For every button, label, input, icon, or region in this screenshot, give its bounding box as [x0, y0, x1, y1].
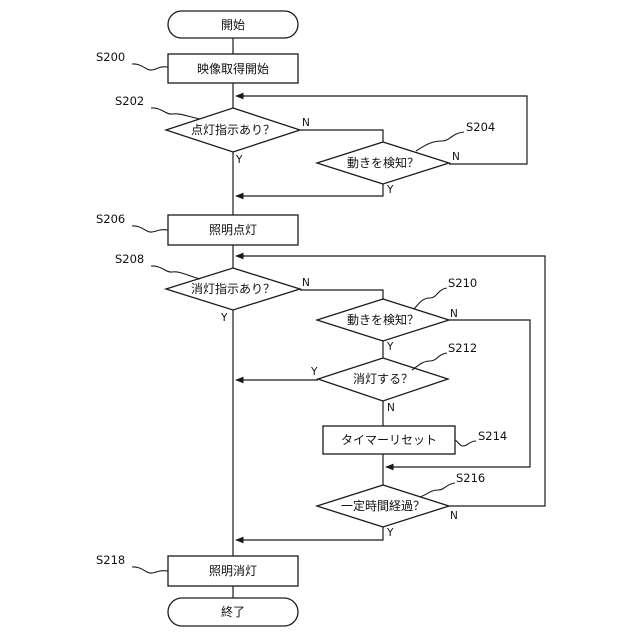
process-timer-reset-label: タイマーリセット	[341, 433, 437, 447]
leader-s206	[132, 226, 168, 232]
step-label-s210: S210	[448, 276, 477, 290]
branch-label-s212-no: N	[387, 402, 395, 414]
branch-label-s208-no: N	[302, 277, 310, 289]
edge-s208-no	[300, 290, 383, 299]
leader-s212	[412, 353, 447, 370]
leader-s214	[455, 440, 476, 446]
step-label-s218: S218	[96, 553, 125, 567]
edge-s204-yes	[236, 184, 383, 196]
edge-s216-yes	[236, 527, 383, 540]
process-light-on-label: 照明点灯	[209, 223, 257, 237]
leader-s216	[420, 483, 455, 497]
branch-label-s216-yes: Y	[386, 527, 394, 539]
leader-s208	[151, 266, 200, 279]
edge-s202-no	[300, 130, 383, 142]
step-label-s204: S204	[466, 120, 495, 134]
decision-off-instruction-label: 消灯指示あり？	[191, 281, 275, 296]
branch-label-s216-no: N	[450, 510, 458, 522]
end-terminal-label: 終了	[221, 604, 245, 619]
step-label-s214: S214	[478, 429, 507, 443]
process-start-capture-label: 映像取得開始	[197, 61, 269, 76]
branch-label-s210-no: N	[450, 308, 458, 320]
step-label-s206: S206	[96, 212, 125, 226]
decision-time-elapsed-label: 一定時間経過？	[341, 498, 425, 513]
leader-s200	[132, 64, 168, 70]
branch-label-s208-yes: Y	[220, 312, 228, 324]
decision-on-instruction-label: 点灯指示あり？	[191, 122, 275, 137]
decision-detect-motion-2-label: 動きを検知？	[347, 313, 419, 327]
step-label-s216: S216	[456, 471, 485, 485]
leader-s204	[416, 132, 464, 151]
step-label-s212: S212	[448, 341, 477, 355]
branch-label-s212-yes: Y	[310, 366, 318, 378]
process-light-off-label: 照明消灯	[209, 564, 257, 578]
branch-label-s202-yes: Y	[235, 154, 243, 166]
leader-s210	[414, 288, 447, 309]
branch-label-s204-yes: Y	[386, 184, 394, 196]
decision-detect-motion-1-label: 動きを検知？	[347, 156, 419, 170]
branch-label-s204-no: N	[452, 151, 460, 163]
leader-s202	[151, 108, 200, 119]
start-terminal-label: 開始	[221, 18, 245, 32]
decision-turn-off-label: 消灯する？	[353, 372, 413, 386]
step-label-s208: S208	[115, 252, 144, 266]
branch-label-s202-no: N	[302, 117, 310, 129]
branch-label-s210-yes: Y	[386, 341, 394, 353]
step-label-s200: S200	[96, 50, 125, 64]
step-label-s202: S202	[115, 94, 144, 108]
leader-s218	[132, 567, 168, 573]
